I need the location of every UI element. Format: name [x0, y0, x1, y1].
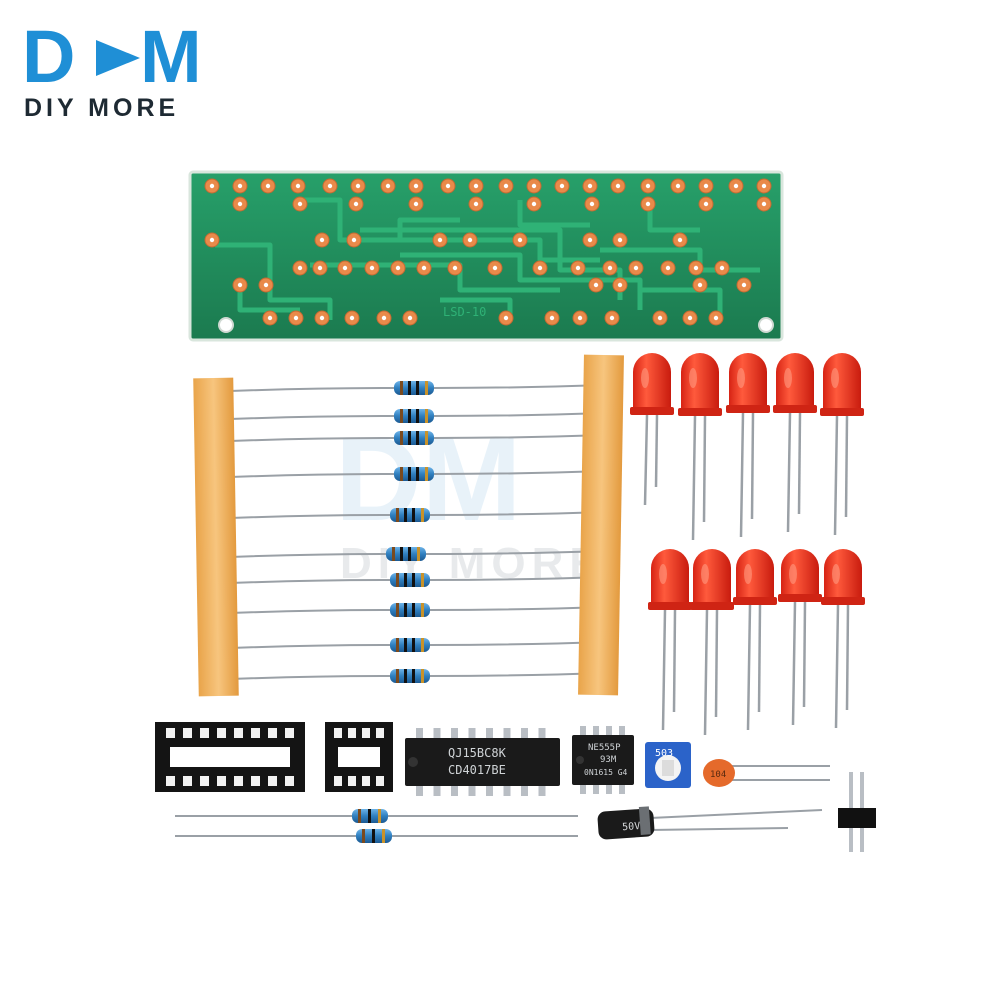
logo-arrow-icon: [96, 40, 140, 76]
ne555-marking-1: NE555P: [588, 743, 621, 753]
resistor: [394, 409, 434, 423]
red-led: [678, 353, 722, 541]
ne555-marking-2: 93M: [600, 755, 617, 765]
pcb-board: LSD-10: [188, 170, 784, 342]
red-led: [820, 353, 864, 536]
red-led: [733, 549, 777, 731]
resistor: [390, 573, 430, 587]
electrolytic-capacitor-rating: 50V: [622, 821, 641, 833]
ceramic-capacitor-code: 104: [710, 770, 726, 780]
pcb-solder-pads: [204, 178, 772, 326]
red-led: [648, 549, 692, 731]
trimmer-potentiometer: 503: [645, 742, 691, 788]
paper-tape-left: [193, 377, 239, 697]
pcb-traces: [215, 197, 760, 320]
potentiometer-code: 503: [655, 748, 673, 759]
resistor: [386, 547, 426, 561]
resistor: [390, 603, 430, 617]
ceramic-capacitor: 104: [703, 759, 830, 787]
resistor: [390, 508, 430, 522]
logo-mark-m: M: [140, 15, 202, 98]
resistor-strip: [193, 354, 624, 697]
cd4017-chip: QJ15BC8K CD4017BE: [405, 728, 560, 796]
cd4017-marking-1: QJ15BC8K: [448, 746, 507, 760]
red-led: [778, 549, 822, 726]
red-led: [690, 549, 734, 736]
resistor: [390, 669, 430, 683]
cd4017-marking-2: CD4017BE: [448, 763, 506, 777]
ne555-chip: NE555P 93M 0N1615 G4: [572, 726, 634, 794]
logo-brand-name: DIY MORE: [24, 94, 179, 122]
electrolytic-capacitor: 50V: [597, 806, 823, 840]
loose-resistors: [175, 809, 578, 843]
brand-logo: D M DIY MORE: [22, 15, 202, 122]
red-led: [726, 353, 770, 538]
pcb-silkscreen-label: LSD-10: [443, 305, 486, 319]
resistor: [394, 467, 434, 481]
red-leds: [630, 353, 865, 736]
resistor: [390, 638, 430, 652]
red-led: [773, 353, 817, 533]
ic-socket-8-pin: [325, 722, 393, 792]
red-led: [821, 549, 865, 729]
paper-tape-right: [578, 354, 624, 696]
resistor-bodies: [386, 381, 434, 683]
resistor: [394, 381, 434, 395]
pcb-mounting-holes: [218, 317, 774, 333]
resistor: [394, 431, 434, 445]
red-led: [630, 353, 674, 506]
logo-mark-d: D: [22, 15, 75, 98]
ic-socket-16-pin: [155, 722, 305, 792]
pin-header: [838, 772, 876, 852]
ne555-marking-3: 0N1615 G4: [584, 768, 628, 777]
